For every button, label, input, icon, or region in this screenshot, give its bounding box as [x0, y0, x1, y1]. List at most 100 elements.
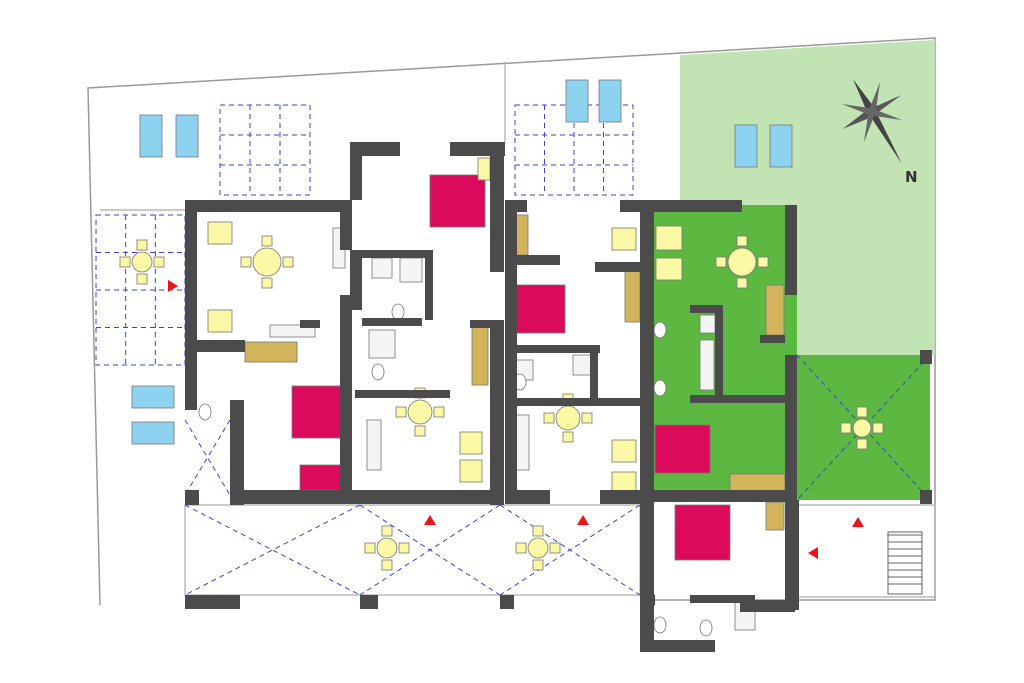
toilet-icon: [653, 321, 667, 339]
wall: [640, 490, 795, 502]
sun-lounger: [565, 79, 589, 123]
dining-table: [252, 247, 282, 277]
armchair: [207, 309, 233, 333]
armchair: [611, 471, 637, 493]
armchair: [477, 157, 491, 181]
wall: [590, 345, 598, 400]
fixture: [699, 339, 715, 391]
wall: [362, 318, 422, 326]
toilet-icon: [699, 619, 713, 637]
furniture: [119, 79, 884, 637]
wall: [640, 640, 715, 652]
wall: [185, 200, 350, 212]
wall: [920, 490, 932, 504]
dining-table: [727, 247, 757, 277]
walls: [185, 142, 932, 652]
wardrobe: [729, 473, 786, 493]
wall: [185, 340, 197, 410]
chair: [532, 525, 544, 537]
wall: [640, 200, 654, 500]
chair: [872, 422, 884, 434]
wall: [785, 355, 797, 500]
wall: [715, 305, 723, 400]
fixture: [368, 329, 396, 359]
wardrobe: [765, 284, 785, 336]
chair: [398, 542, 410, 554]
chair: [757, 256, 769, 268]
entrance-marker-up: [424, 515, 436, 525]
wall: [490, 142, 504, 272]
bed: [291, 385, 348, 439]
pergola-diagonal: [184, 504, 361, 596]
fixture: [366, 419, 382, 471]
dining-table: [376, 537, 398, 559]
wall: [185, 200, 197, 340]
wall: [505, 255, 560, 265]
fixture: [572, 354, 592, 376]
wall: [505, 345, 600, 353]
chair: [433, 406, 445, 418]
armchair: [655, 225, 683, 251]
chair: [736, 277, 748, 289]
wall: [652, 200, 742, 212]
entrance-markers: [168, 280, 864, 559]
wall: [350, 490, 500, 504]
sun-lounger: [131, 385, 175, 409]
fixture: [699, 314, 716, 334]
wall: [785, 205, 797, 295]
chair: [136, 273, 148, 285]
wall: [185, 490, 199, 505]
wardrobe: [244, 341, 298, 363]
toilet-icon: [371, 363, 385, 381]
wall: [500, 595, 514, 609]
chair: [543, 412, 555, 424]
wall: [340, 295, 352, 495]
pergola-diagonal: [184, 419, 231, 496]
chair: [261, 277, 273, 289]
dining-table: [852, 418, 872, 438]
sun-lounger: [598, 79, 622, 123]
sun-lounger: [734, 124, 758, 168]
wall: [230, 400, 244, 505]
toilet-icon: [391, 303, 405, 321]
toilet-icon: [653, 379, 667, 397]
pergola-diagonal: [499, 504, 641, 596]
site-boundary-line: [87, 37, 936, 606]
wall: [340, 200, 352, 250]
bed: [654, 424, 711, 474]
entrance-marker-left: [808, 547, 818, 559]
wall: [185, 595, 240, 609]
chair: [395, 406, 407, 418]
wall: [595, 262, 645, 272]
entrance-marker-up: [577, 515, 589, 525]
pergola-diagonal: [359, 504, 501, 596]
armchair: [207, 221, 233, 245]
wall: [920, 350, 932, 364]
chair: [840, 422, 852, 434]
wall: [300, 320, 320, 328]
wall: [425, 250, 433, 320]
bed: [674, 504, 731, 561]
wall: [690, 305, 720, 313]
wall: [350, 250, 362, 310]
sun-lounger: [175, 114, 199, 158]
chair: [119, 256, 131, 268]
wall: [470, 320, 490, 328]
staircase: [887, 531, 923, 595]
sun-lounger: [139, 114, 163, 158]
wardrobe: [471, 324, 489, 386]
chair: [515, 542, 527, 554]
chair: [715, 256, 727, 268]
chair: [736, 235, 748, 247]
chair: [364, 542, 376, 554]
wall: [185, 340, 245, 352]
bed: [299, 464, 346, 491]
wall: [490, 320, 504, 505]
toilet-icon: [198, 403, 212, 421]
compass-rose-icon: N: [841, 79, 918, 186]
bed: [429, 174, 486, 228]
wall: [355, 390, 450, 398]
pergola-diagonal: [796, 354, 931, 501]
